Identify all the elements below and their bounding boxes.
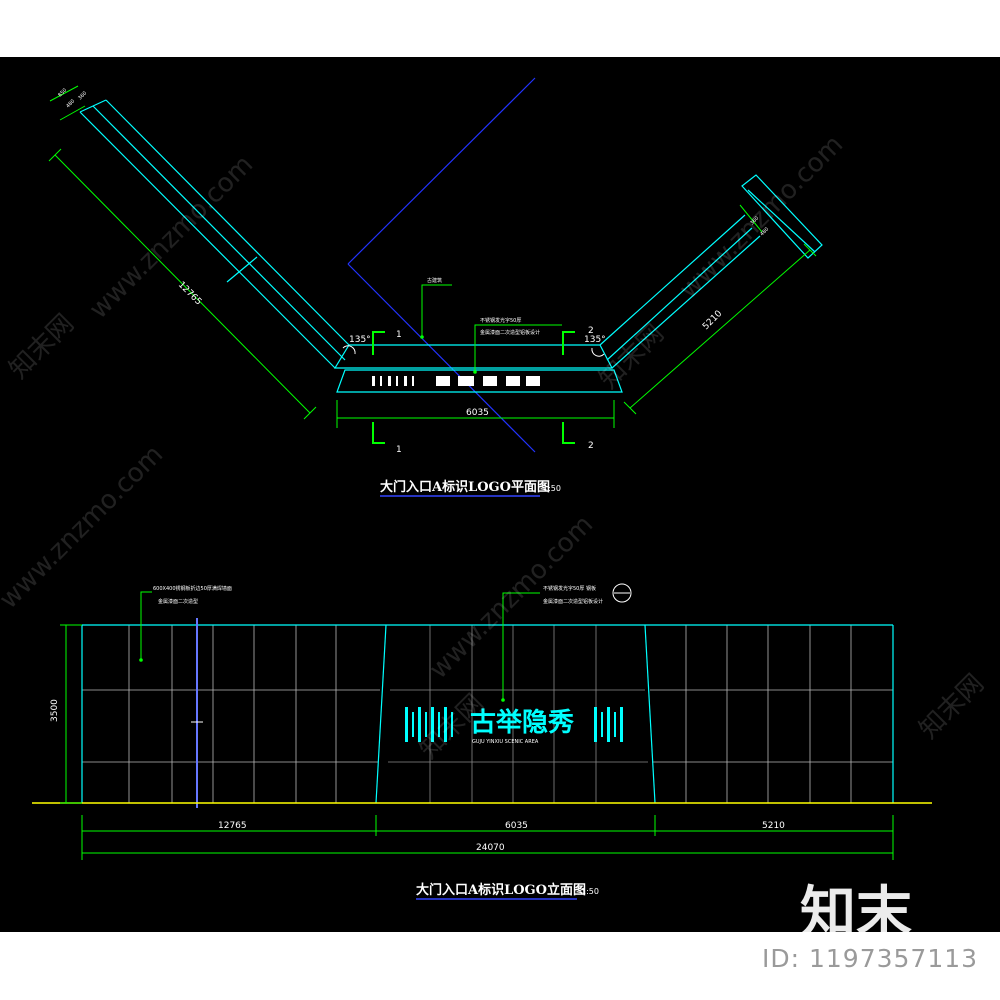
- plan-left-wall: [79, 99, 350, 369]
- watermark-layer: www.znzmo.com 知末网 www.znzmo.com 知末网 www.…: [0, 130, 990, 765]
- plan-dim-left-wall: 12765: [176, 280, 203, 307]
- axis-line-upper: [347, 77, 536, 265]
- elevation-index-symbol: [612, 583, 632, 603]
- elevation-scale: 1:50: [581, 887, 599, 896]
- elevation-dim-height: 3500: [50, 699, 60, 722]
- plan-title: 大门入口A标识LOGO平面图: [380, 479, 550, 495]
- elevation-leader-dot-1: [139, 658, 143, 662]
- elevation-leader-dot-2: [501, 698, 505, 702]
- cad-canvas: 135° 135° 12765: [0, 57, 1000, 932]
- section-mark-2-bottom: 2: [588, 441, 594, 451]
- plan-dimensions: [48, 85, 817, 428]
- plan-center-sign: [333, 344, 623, 393]
- plan-dim-left-top-c: 360: [77, 90, 88, 101]
- elevation-note-right-2: 金属漆面二次造型铝板设计: [543, 598, 603, 605]
- plan-note-top: 古建筑: [427, 277, 442, 284]
- section-markers: [372, 331, 575, 444]
- section-mark-1-bottom: 1: [396, 445, 402, 455]
- elevation-note-left-2: 金属漆面二次造型: [158, 598, 198, 605]
- elevation-dim-seg-2: 6035: [505, 821, 528, 831]
- elevation-note-left-1: 600X400锈钢板折边50厚满焊墙面: [153, 585, 232, 592]
- elevation-sign-bars-right: [594, 707, 623, 742]
- plan-leader-dot-2: [473, 370, 477, 374]
- watermark-text: www.znzmo.com: [674, 130, 849, 305]
- watermark-text: www.znzmo.com: [84, 150, 259, 325]
- watermark-site: 知末网: [4, 309, 80, 385]
- plan-leaders: [421, 284, 562, 372]
- plan-angle-right: 135°: [584, 335, 606, 345]
- elevation-view: 古举隐秀 GUJU YINXIU SCENIC AREA 600X400锈钢板折…: [32, 583, 932, 900]
- elevation-title: 大门入口A标识LOGO立面图: [416, 882, 586, 898]
- plan-dim-right-top-a: 360: [749, 215, 760, 226]
- section-mark-1-top: 1: [396, 330, 402, 340]
- axis-line-lower: [347, 263, 536, 453]
- elevation-note-right-1: 不锈钢发光字50厚 钢板: [543, 585, 596, 592]
- plan-right-wall: [599, 174, 823, 369]
- plan-angle-arc-left: [342, 345, 356, 355]
- elevation-dim-seg-3: 5210: [762, 821, 785, 831]
- section-mark-2-top: 2: [588, 326, 594, 336]
- brand-logo: 知末: [800, 881, 912, 946]
- elevation-wall-outline: [81, 624, 894, 804]
- plan-angle-arc-right: [591, 347, 605, 357]
- elevation-leaders: [140, 591, 540, 700]
- elevation-sign-text: 古举隐秀: [470, 707, 574, 738]
- watermark-site: 知末网: [914, 669, 990, 745]
- elevation-sign-subtext: GUJU YINXIU SCENIC AREA: [472, 739, 539, 745]
- elevation-dim-seg-1: 12765: [218, 821, 247, 831]
- plan-sign-letters: [372, 376, 540, 386]
- plan-scale: 1:50: [543, 484, 561, 493]
- elevation-dimensions: [60, 624, 894, 860]
- watermark-text: www.znzmo.com: [0, 440, 169, 615]
- plan-note-material-1: 不锈钢发光字50厚: [480, 317, 521, 324]
- plan-leader-dot-1: [420, 335, 424, 339]
- plan-angle-left: 135°: [349, 335, 371, 345]
- cad-drawing: 135° 135° 12765: [0, 77, 990, 900]
- plan-dim-left-top-a: 850: [57, 87, 68, 98]
- elevation-sign-bars-left: [405, 707, 453, 742]
- watermark-text: www.znzmo.com: [424, 510, 599, 685]
- plan-note-material-2: 金属漆面二次造型铝板设计: [480, 329, 540, 336]
- plan-dim-center: 6035: [466, 408, 489, 418]
- elevation-dim-total: 24070: [476, 843, 505, 853]
- plan-view: 135° 135° 12765: [48, 77, 823, 497]
- plan-dim-right-top-b: 480: [759, 226, 770, 237]
- plan-dim-left-top-b: 480: [65, 98, 76, 109]
- image-id-label: ID: 1197357113: [762, 944, 979, 973]
